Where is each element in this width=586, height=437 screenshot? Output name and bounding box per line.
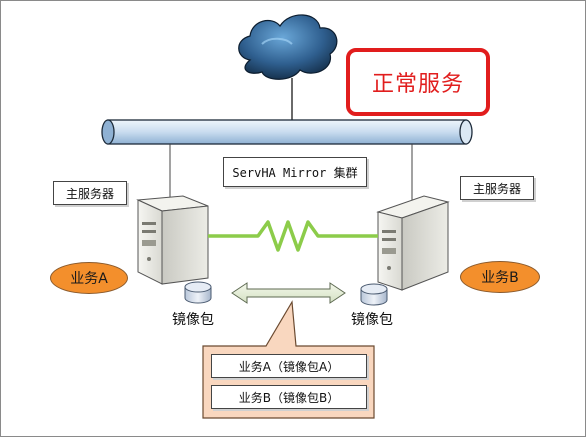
mirror-package-label-left: 镜像包 (172, 312, 214, 328)
disk-icon (360, 283, 388, 306)
callout-row: 业务B（镜像包B） (211, 385, 367, 409)
mirror-package-label-right: 镜像包 (351, 312, 393, 328)
cluster-label: ServHA Mirror 集群 (223, 157, 367, 187)
server-icon (136, 195, 209, 285)
double-arrow-icon (231, 282, 346, 304)
cloud-icon (238, 14, 338, 80)
callout-row: 业务A（镜像包A） (211, 354, 367, 378)
status-badge: 正常服务 (346, 48, 490, 116)
service-oval-b: 业务B (460, 261, 540, 293)
server-icon (376, 195, 450, 291)
heartbeat-link (208, 220, 378, 252)
server-label-left: 主服务器 (53, 181, 127, 205)
disk-icon (184, 281, 212, 304)
server-label-right: 主服务器 (460, 176, 534, 200)
service-oval-a: 业务A (50, 262, 128, 294)
network-bus (101, 119, 473, 145)
